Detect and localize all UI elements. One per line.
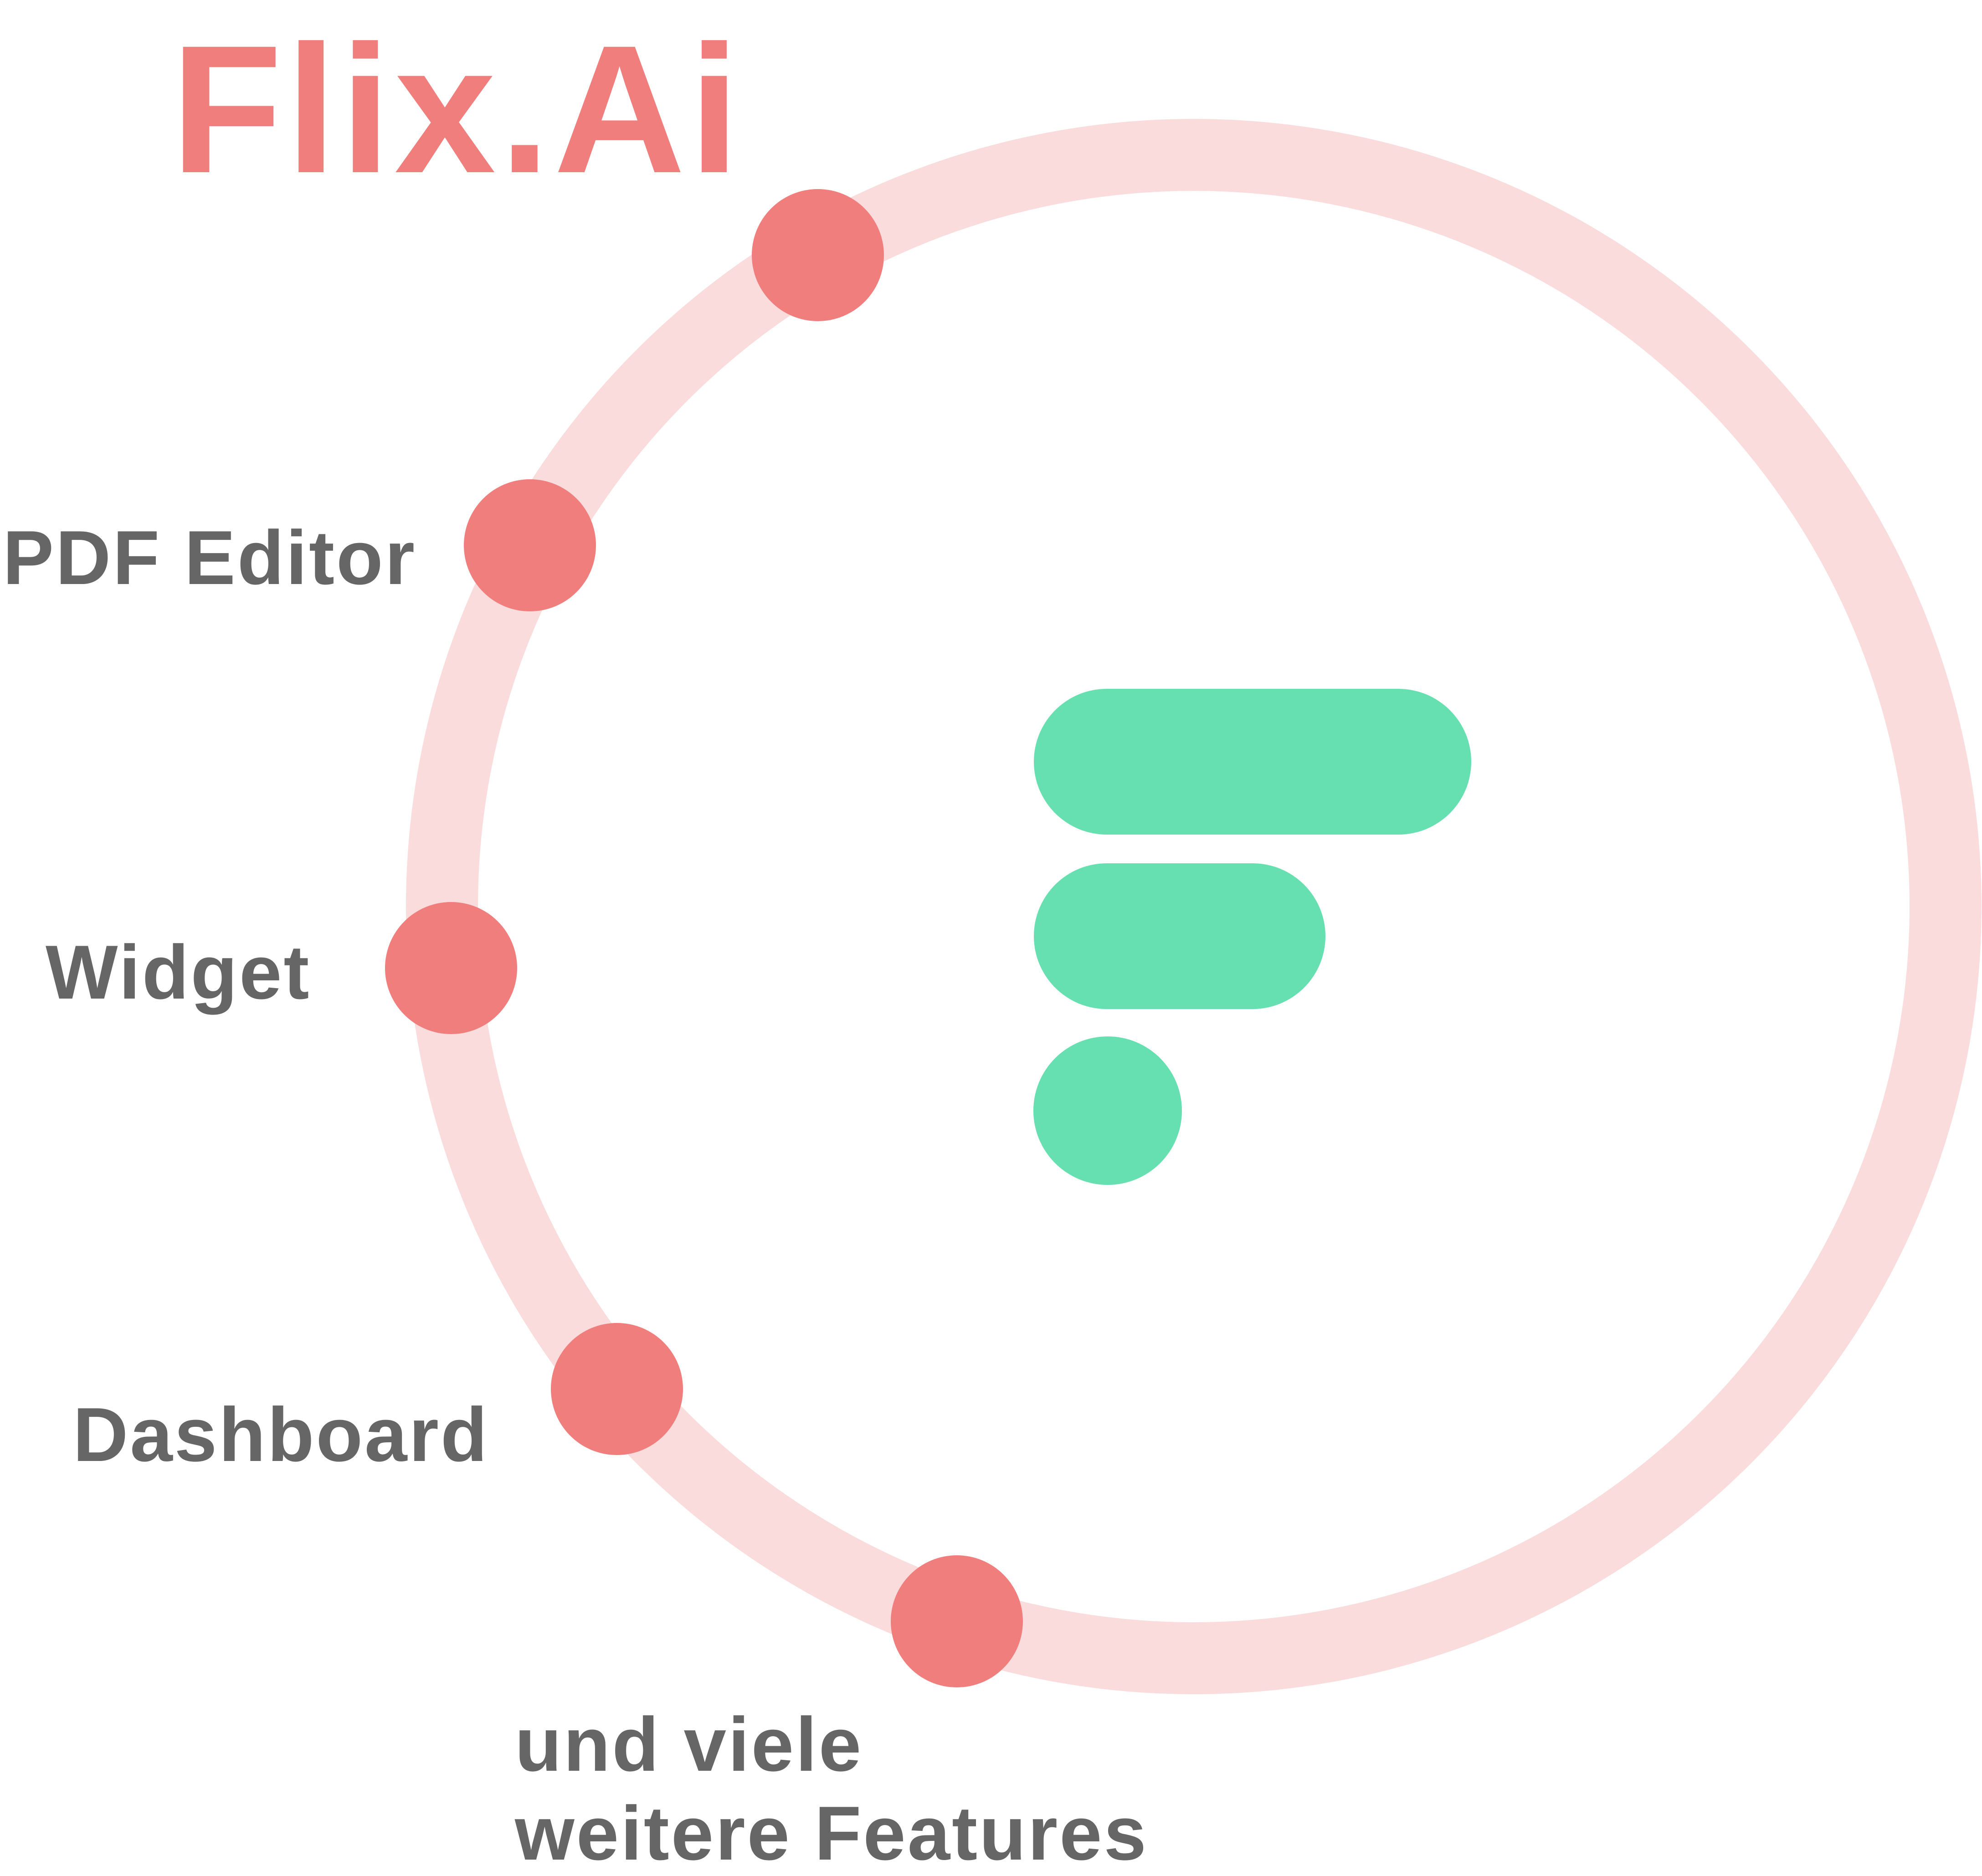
- feature-label-pdf-editor: PDF Editor: [3, 515, 416, 600]
- ring-node-more-features: [891, 1555, 1023, 1687]
- feature-label-dashboard: Dashboard: [73, 1392, 489, 1477]
- logo-bar-long: [1034, 689, 1471, 835]
- ring-node-top: [752, 189, 884, 321]
- feature-label-widget: Widget: [46, 929, 311, 1015]
- feature-label-more-line1: und viele: [515, 1702, 863, 1787]
- ring-node-dashboard: [551, 1323, 683, 1455]
- brand-title: Flix.Ai: [171, 7, 744, 211]
- flix-logo-icon: [1033, 689, 1471, 1185]
- feature-label-more-line2: weitere Features: [515, 1790, 1148, 1876]
- ring-node-widget: [385, 902, 517, 1034]
- ring-node-pdf-editor: [464, 479, 596, 611]
- logo-bar-short: [1034, 863, 1325, 1009]
- logo-dot: [1033, 1036, 1182, 1185]
